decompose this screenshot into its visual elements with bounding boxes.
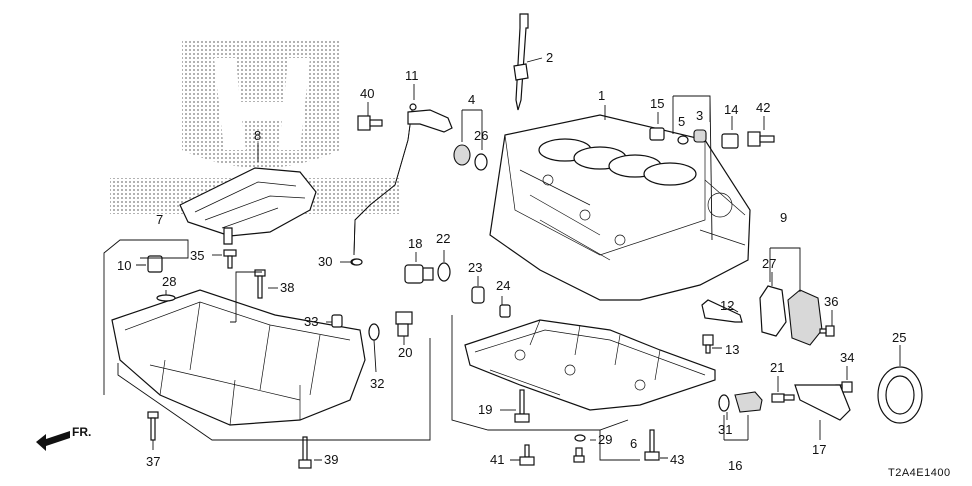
- callout-40: 40: [360, 86, 374, 101]
- part-12: [701, 299, 743, 323]
- part-20-drain-bolt: [395, 311, 413, 337]
- part-38-bolt: [254, 269, 266, 299]
- callout-13: 13: [725, 342, 739, 357]
- part-16-sensor: [734, 391, 763, 413]
- part-17-bracket: [794, 384, 851, 421]
- part-splash-guard: [179, 167, 317, 245]
- callout-37: 37: [146, 454, 160, 469]
- part-15: [649, 127, 665, 141]
- callout-30: 30: [318, 254, 332, 269]
- callout-24: 24: [496, 278, 510, 293]
- part-22-washer: [437, 262, 451, 282]
- callout-7: 7: [156, 212, 163, 227]
- callout-9: 9: [780, 210, 787, 225]
- part-23: [471, 286, 485, 304]
- callout-18: 18: [408, 236, 422, 251]
- part-13-bolt: [702, 334, 714, 354]
- callout-14: 14: [724, 102, 738, 117]
- callout-20: 20: [398, 345, 412, 360]
- part-40-bolt: [357, 115, 383, 131]
- part-lower-block: [464, 319, 716, 411]
- callout-17: 17: [812, 442, 826, 457]
- part-bolt-small: [573, 447, 585, 463]
- callout-39: 39: [324, 452, 338, 467]
- front-direction-arrow: FR.: [36, 425, 91, 451]
- part-32: [368, 323, 380, 341]
- part-43-bolt: [644, 429, 660, 461]
- callout-29: 29: [598, 432, 612, 447]
- honda-logo-watermark: [110, 40, 400, 214]
- callout-26: 26: [474, 128, 488, 143]
- callout-31: 31: [718, 422, 732, 437]
- part-33: [331, 314, 343, 328]
- part-5: [677, 135, 689, 145]
- callout-27: 27: [762, 256, 776, 271]
- callout-33: 33: [304, 314, 318, 329]
- callout-41: 41: [490, 452, 504, 467]
- callout-35: 35: [190, 248, 204, 263]
- part-24: [499, 304, 511, 318]
- callout-12: 12: [720, 298, 734, 313]
- callout-19: 19: [478, 402, 492, 417]
- diagram-code: T2A4E1400: [888, 467, 951, 479]
- callout-4: 4: [468, 92, 475, 107]
- part-19-bolt: [514, 389, 530, 423]
- part-41-bolt: [519, 444, 535, 466]
- callout-34: 34: [840, 350, 854, 365]
- part-26-ring: [474, 153, 488, 171]
- callout-labels: 1 2 3 4 5 6 7 8 9 10 11 12 13 14 15 16 1…: [117, 50, 906, 473]
- callout-11: 11: [405, 68, 419, 83]
- callout-42: 42: [756, 100, 770, 115]
- direction-label: FR.: [72, 425, 91, 439]
- callout-32: 32: [370, 376, 384, 391]
- callout-25: 25: [892, 330, 906, 345]
- callout-16: 16: [728, 458, 742, 473]
- part-4-seal: [453, 144, 471, 166]
- part-30: [351, 258, 363, 266]
- part-dipstick: [513, 13, 529, 111]
- part-36-bolt: [819, 325, 835, 337]
- callout-23: 23: [468, 260, 482, 275]
- part-37-bolt: [147, 411, 159, 441]
- callout-36: 36: [824, 294, 838, 309]
- part-9-cover: [787, 289, 823, 346]
- callout-8: 8: [254, 128, 261, 143]
- part-35-bolt: [223, 249, 237, 269]
- part-10: [147, 255, 163, 273]
- callout-2: 2: [546, 50, 553, 65]
- part-oil-pan: [111, 289, 366, 426]
- part-14: [721, 133, 739, 149]
- callout-28: 28: [162, 274, 176, 289]
- part-39-bolt: [298, 436, 312, 469]
- part-21-bolt: [771, 393, 795, 403]
- part-3: [693, 129, 707, 143]
- callout-1: 1: [598, 88, 605, 103]
- part-18: [404, 264, 434, 284]
- callout-21: 21: [770, 360, 784, 375]
- part-42-bolt: [747, 131, 775, 147]
- callout-6: 6: [630, 436, 637, 451]
- callout-22: 22: [436, 231, 450, 246]
- part-27-gasket: [759, 285, 787, 337]
- callout-3: 3: [696, 108, 703, 123]
- part-cylinder-block: [489, 114, 751, 301]
- part-29: [574, 434, 586, 442]
- callout-43: 43: [670, 452, 684, 467]
- callout-10: 10: [117, 258, 131, 273]
- callout-38: 38: [280, 280, 294, 295]
- part-28: [156, 294, 176, 302]
- callout-15: 15: [650, 96, 664, 111]
- leader-lines: [103, 57, 901, 461]
- part-31-ring: [718, 394, 730, 412]
- callout-5: 5: [678, 114, 685, 129]
- part-25-oil-seal: [877, 366, 923, 424]
